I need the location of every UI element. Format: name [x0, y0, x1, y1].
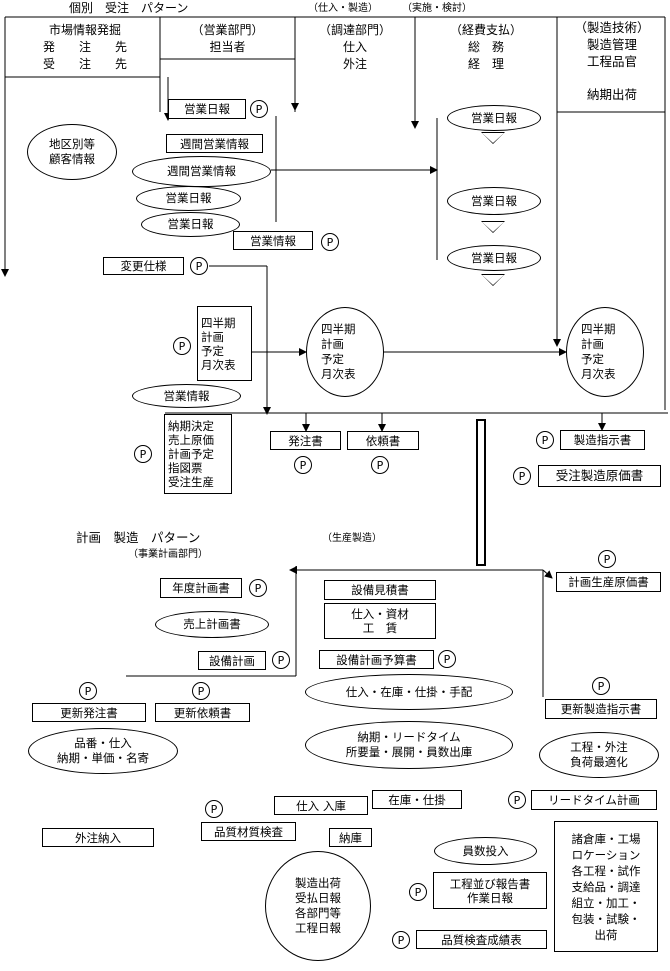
p-mark: P — [371, 456, 389, 474]
p-mark: P — [508, 791, 526, 809]
p-mark: P — [173, 337, 191, 355]
p-mark: P — [592, 677, 610, 695]
p-mark: P — [438, 650, 456, 668]
expense-daily-report-ellipse: 営業日報 — [447, 187, 541, 215]
connector-bar — [476, 419, 486, 566]
process-outsourcing-ellipse: 工程・外注 負荷最適化 — [539, 732, 659, 778]
header-note-execution: （実施・検討） — [402, 3, 472, 14]
stock-wip-box: 在庫・仕掛 — [372, 790, 462, 809]
production-note: （生産製造） — [322, 533, 382, 544]
p-mark: P — [321, 233, 339, 251]
p-mark: P — [409, 883, 427, 901]
purchase-order-box: 発注書 — [270, 431, 341, 450]
p-mark: P — [294, 456, 312, 474]
manufacturing-instruction-box: 製造指示書 — [560, 430, 645, 450]
p-mark: P — [536, 431, 554, 449]
updated-purchase-order-box: 更新発注書 — [32, 703, 146, 722]
annual-plan-box: 年度計画書 — [160, 578, 242, 598]
header-col-market: 市場情報発掘 発 注 先 受 注 先 — [42, 23, 127, 71]
purchase-material-box: 仕入・資材 工 賃 — [324, 603, 436, 639]
header-col-sales: （営業部門） 担当者 — [191, 23, 264, 54]
warehouse-location-box: 諸倉庫・工場 ロケーション 各工程・試作 支給品・調達 組立・加工・ 包装・試験… — [554, 821, 658, 952]
equipment-estimate-box: 設備見積書 — [324, 580, 436, 600]
header-note-procurement: （仕入・製造） — [308, 3, 378, 14]
updated-manufacturing-instruction-box: 更新製造指示書 — [545, 699, 657, 719]
p-mark: P — [192, 682, 210, 700]
quarterly-plan-ellipse: 四半期 計画 予定 月次表 — [306, 307, 384, 397]
quarterly-plan-box: 四半期 計画 予定 月次表 — [197, 306, 252, 381]
pattern-title: 個別 受注 パターン — [69, 1, 189, 15]
equipment-budget-box: 設備計画予算書 — [319, 650, 434, 669]
storage-box: 納庫 — [329, 828, 372, 847]
quantity-input-ellipse: 員数投入 — [434, 837, 537, 865]
purchase-receiving-box: 仕入 入庫 — [274, 796, 368, 815]
sales-info-box: 営業情報 — [233, 231, 313, 250]
process-report-box: 工程並び報告書 作業日報 — [433, 872, 547, 909]
p-mark: P — [249, 579, 267, 597]
planned-cost-document-box: 計画生産原価書 — [556, 572, 661, 592]
quality-material-inspection-box: 品質材質検査 — [201, 822, 296, 841]
spec-change-box: 変更仕様 — [103, 257, 184, 275]
order-cost-document-box: 受注製造原価書 — [538, 465, 661, 487]
p-mark: P — [392, 931, 410, 949]
plan-pattern-subtitle: （事業計画部門） — [128, 549, 208, 560]
item-delivery-ellipse: 品番・仕入 納期・単価・名寄 — [28, 728, 178, 774]
header-col-manufacturing: （製造技術） 製造管理 工程品官 納期出荷 — [574, 20, 650, 102]
updated-request-form-box: 更新依頼書 — [155, 703, 250, 722]
outsourced-delivery-box: 外注納入 — [42, 828, 154, 847]
p-mark: P — [190, 257, 208, 275]
region-customer-info-ellipse: 地区別等 顧客情報 — [27, 124, 117, 180]
header-col-procurement: （調達部門） 仕入 外注 — [318, 23, 391, 71]
weekly-sales-info-ellipse: 週間営業情報 — [132, 156, 271, 187]
sales-daily-report-box: 営業日報 — [168, 99, 246, 119]
request-form-box: 依頼書 — [347, 431, 419, 450]
shipping-daily-ellipse: 製造出荷 受払日報 各部門等 工程日報 — [265, 851, 371, 961]
expense-daily-report-ellipse: 営業日報 — [447, 245, 541, 271]
p-mark: P — [272, 651, 290, 669]
quality-inspection-report-box: 品質検査成績表 — [416, 930, 547, 949]
purchase-stock-ellipse: 仕入・在庫・仕掛・手配 — [305, 674, 513, 710]
equipment-plan-box: 設備計画 — [198, 651, 266, 670]
p-mark: P — [513, 467, 531, 485]
p-mark: P — [598, 550, 616, 568]
lead-time-ellipse: 納期・リードタイム 所要量・展開・員数出庫 — [305, 721, 513, 769]
quarterly-plan-ellipse: 四半期 計画 予定 月次表 — [566, 307, 644, 397]
expense-daily-report-ellipse: 営業日報 — [447, 105, 541, 131]
p-mark: P — [205, 800, 223, 818]
sales-daily-report-ellipse: 営業日報 — [141, 212, 240, 237]
p-mark: P — [134, 445, 152, 463]
sales-daily-report-ellipse: 営業日報 — [136, 186, 241, 211]
p-mark: P — [79, 682, 97, 700]
sales-info-ellipse: 営業情報 — [132, 384, 241, 408]
plan-pattern-title: 計画 製造 パターン — [76, 530, 201, 545]
header-col-accounting: （経費支払） 総 務 経 理 — [449, 23, 522, 71]
p-mark: P — [250, 100, 268, 118]
sales-plan-ellipse: 売上計画書 — [155, 611, 269, 638]
weekly-sales-info-box: 週間営業情報 — [166, 134, 263, 153]
lead-time-plan-box: リードタイム計画 — [531, 790, 657, 810]
delivery-decision-box: 納期決定 売上原価 計画予定 指図票 受注生産 — [164, 414, 232, 494]
